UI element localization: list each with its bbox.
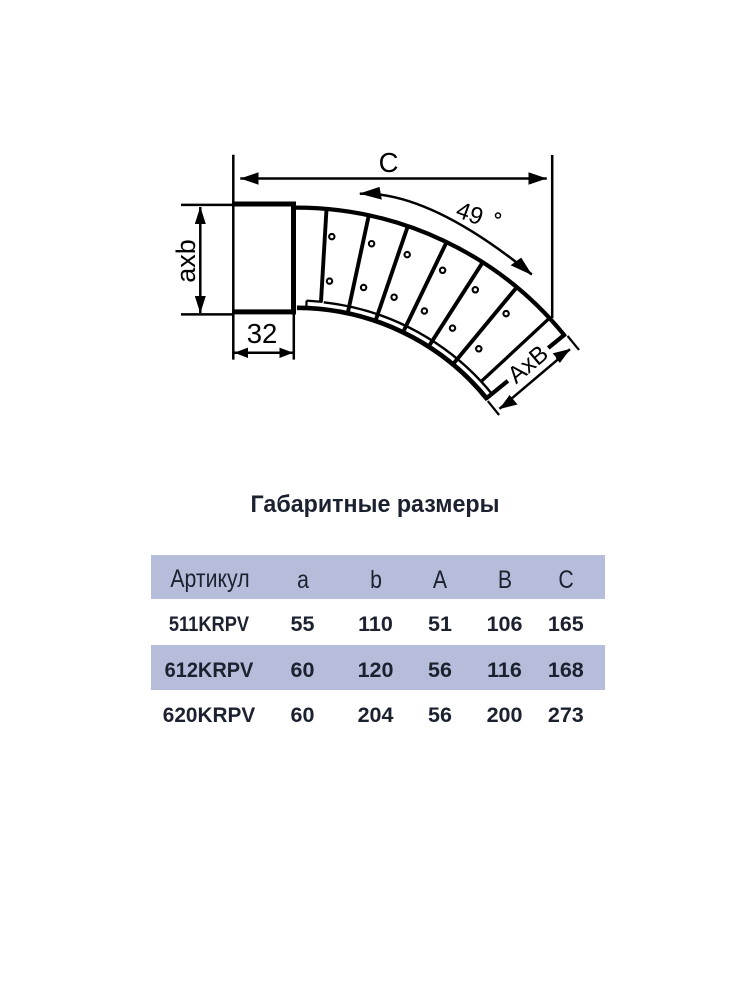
svg-text:C: C xyxy=(379,147,399,178)
svg-text:32: 32 xyxy=(247,318,278,349)
svg-text:axb: axb xyxy=(171,239,201,283)
svg-text:49: 49 xyxy=(452,197,486,232)
